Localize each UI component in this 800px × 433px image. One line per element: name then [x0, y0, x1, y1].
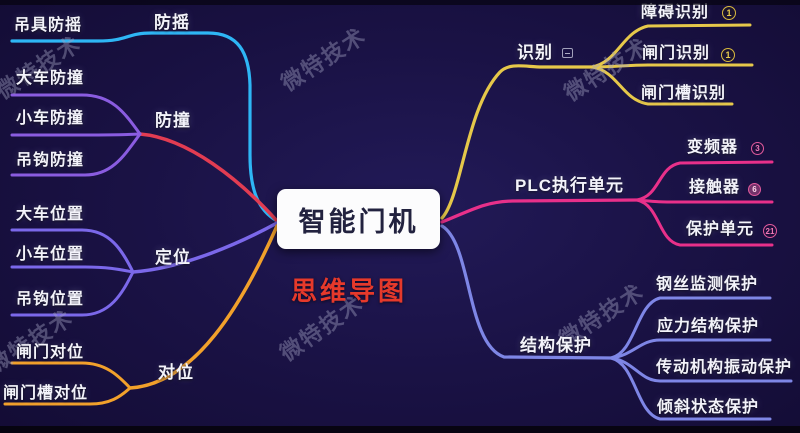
central-topic-title: 智能门机 [298, 206, 419, 237]
connector-gantry-anti-collision [10, 93, 142, 136]
connector-hook-position [10, 270, 135, 317]
node-gate-alignment[interactable]: 闸门对位 [16, 344, 85, 361]
connector-hook-anti-collision [10, 132, 142, 177]
node-anti-collision[interactable]: 防撞 [155, 111, 191, 130]
map-subtitle: 思维导图 [291, 276, 408, 306]
count-badge-contactor[interactable]: 6 [748, 183, 761, 196]
node-gantry-position[interactable]: 大车位置 [16, 206, 85, 223]
node-gate-slot-recognition[interactable]: 闸门槽识别 [641, 85, 727, 102]
connector-wire-monitoring-protection [609, 296, 772, 360]
letterbox-top [0, 0, 800, 5]
count-badge-inverter[interactable]: 3 [751, 142, 764, 155]
node-spreader-anti-sway[interactable]: 吊具防摇 [14, 17, 83, 34]
collapse-icon[interactable] [562, 48, 573, 58]
node-protection-unit[interactable]: 保护单元 [686, 221, 755, 238]
node-alignment[interactable]: 对位 [158, 363, 194, 382]
connector-plc-trunk [440, 198, 639, 224]
connector-tilt-state-protection [609, 356, 772, 421]
connector-protection-unit [635, 198, 774, 247]
connector-stress-structure-protection [609, 338, 772, 360]
letterbox-bottom [0, 426, 800, 433]
connector-anti-collision-trunk [138, 132, 279, 223]
node-recognition[interactable]: 识别 [517, 43, 553, 62]
collapse-icon-dash [565, 52, 570, 54]
connector-gate-alignment [10, 361, 132, 390]
node-inverter[interactable]: 变频器 [687, 139, 739, 156]
node-hook-anti-collision[interactable]: 吊钩防撞 [16, 152, 85, 169]
node-structure-protection[interactable]: 结构保护 [520, 336, 592, 355]
node-gate-slot-alignment[interactable]: 闸门槽对位 [3, 385, 89, 402]
connector-gantry-position [10, 228, 135, 274]
node-trolley-anti-collision[interactable]: 小车防撞 [16, 110, 85, 127]
node-plc-execution-unit[interactable]: PLC执行单元 [515, 176, 624, 195]
connector-gate-slot-recognition [590, 65, 734, 106]
connector-gate-recognition [590, 63, 754, 69]
node-tilt-state-protection[interactable]: 倾斜状态保护 [657, 399, 760, 416]
node-positioning[interactable]: 定位 [155, 248, 191, 267]
connector-anti-sway [10, 31, 279, 223]
connector-inverter [635, 160, 774, 202]
node-anti-sway[interactable]: 防摇 [154, 13, 190, 32]
connector-contactor [635, 198, 774, 204]
connector-gate-slot-alignment [3, 386, 132, 406]
node-gantry-anti-collision[interactable]: 大车防撞 [16, 70, 85, 87]
node-gate-recognition[interactable]: 闸门识别 [642, 45, 711, 62]
central-topic[interactable]: 智能门机 [277, 189, 440, 249]
connector-structure-trunk [440, 224, 613, 360]
connector-recognition-trunk [440, 64, 594, 220]
count-badge-protection-unit[interactable]: 21 [763, 224, 777, 238]
connector-trolley-anti-collision [10, 132, 142, 137]
node-obstacle-recognition[interactable]: 障碍识别 [641, 4, 710, 21]
connector-obstacle-recognition [590, 23, 752, 69]
connector-trolley-position [10, 265, 135, 274]
node-hook-position[interactable]: 吊钩位置 [16, 291, 85, 308]
node-wire-monitoring-protection[interactable]: 钢丝监测保护 [656, 276, 759, 293]
node-stress-structure-protection[interactable]: 应力结构保护 [657, 318, 760, 335]
node-contactor[interactable]: 接触器 [689, 179, 741, 196]
connector-alignment-trunk [128, 224, 279, 390]
count-badge-obstacle[interactable]: 1 [722, 6, 736, 20]
count-badge-gate[interactable]: 1 [721, 48, 735, 62]
connector-positioning-trunk [131, 221, 279, 274]
node-trolley-position[interactable]: 小车位置 [16, 246, 85, 263]
node-transmission-vibration-protection[interactable]: 传动机构振动保护 [656, 359, 793, 376]
